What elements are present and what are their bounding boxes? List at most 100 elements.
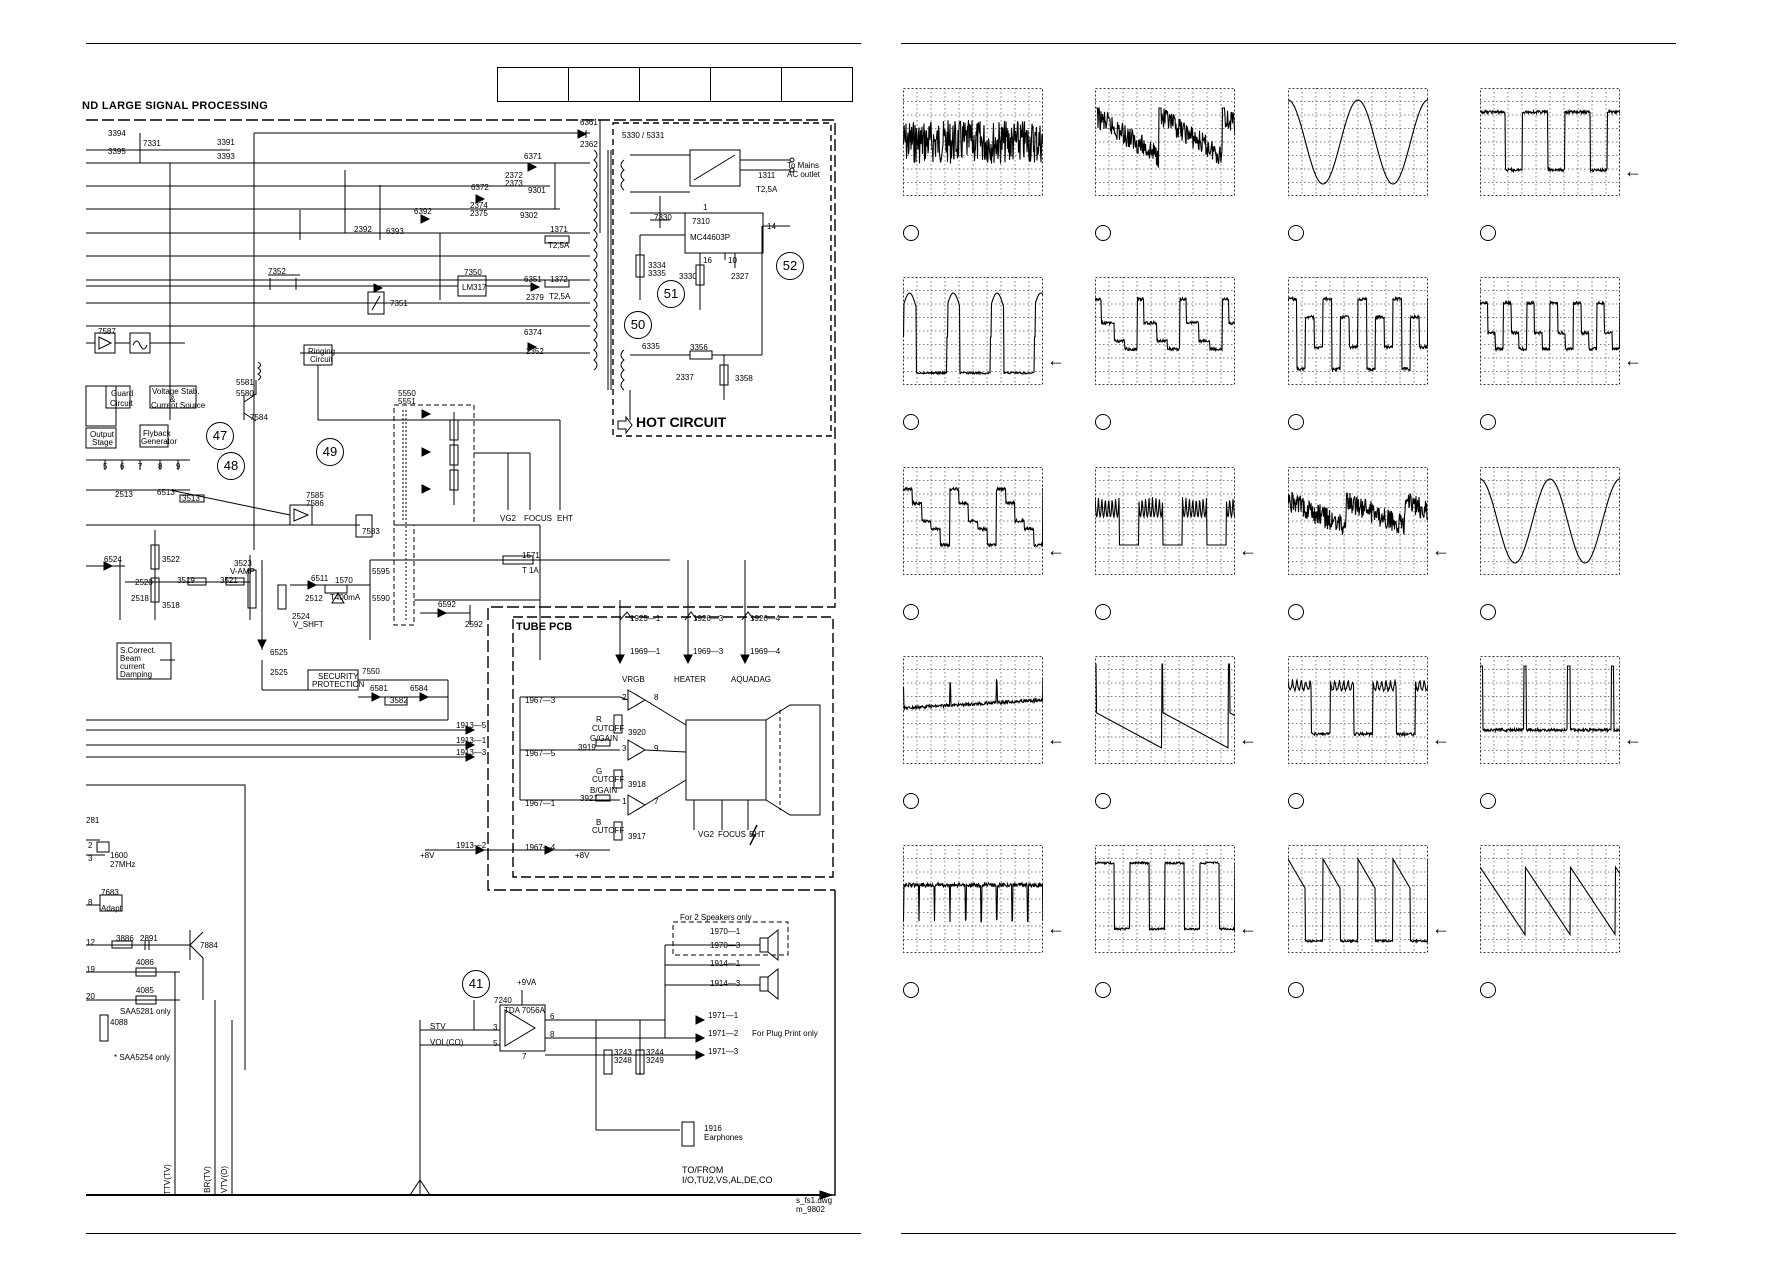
lbl-2374: 2374 [470, 201, 488, 210]
lbl-p3b: 3 [493, 1023, 498, 1032]
lbl-8v: +8V [420, 851, 435, 860]
lbl-1571v: T 1A [522, 566, 539, 575]
lbl-1914-1: 1914—1 [710, 959, 741, 968]
node-52: 52 [776, 252, 804, 280]
lbl-7583: 7583 [362, 527, 380, 536]
test-point-marker [903, 225, 919, 241]
scope-trace [1480, 88, 1620, 196]
lbl-earphones: Earphones [704, 1133, 743, 1142]
lbl-vg2: VG2 [500, 514, 517, 523]
scope-panel [903, 88, 1043, 196]
lbl-2392: 2392 [354, 225, 372, 234]
reference-arrow-icon: ← [1432, 540, 1450, 560]
lbl-6371: 6371 [524, 152, 542, 161]
scope-panel [1288, 656, 1428, 764]
lbl-tda7056a: TDA 7056A [504, 1006, 545, 1015]
lbl-1971-1: 1971—1 [708, 1011, 739, 1020]
lbl-vamp: V-AMP [230, 567, 255, 576]
lbl-security: SECURITY [318, 672, 359, 681]
test-point-marker [903, 414, 919, 430]
reference-arrow-icon: ← [1624, 350, 1642, 370]
lbl-6361: 6361 [580, 118, 598, 127]
header-box-4 [710, 67, 783, 102]
lbl-gcut2: CUTOFF [592, 775, 625, 784]
lbl-3244: 3244 [646, 1048, 664, 1057]
lbl-2362: 2362 [580, 140, 598, 149]
scope-panel [1288, 467, 1428, 575]
lbl-flyback2: Generator [141, 437, 178, 446]
lbl-2379: 2379 [526, 293, 544, 302]
lbl-pin8: 8 [158, 462, 163, 471]
scope-panel [1095, 277, 1235, 385]
reference-arrow-icon: ← [1239, 540, 1257, 560]
lbl-n12: 12 [86, 938, 95, 947]
lbl-27mhz: 27MHz [110, 860, 136, 869]
lbl-brtv: BR(TV) [202, 1166, 212, 1193]
lbl-pin10: 10 [728, 256, 737, 265]
hot-circuit-label: HOT CIRCUIT [636, 414, 727, 430]
lbl-6592: 6592 [438, 600, 456, 609]
lbl-3919: 3919 [578, 743, 596, 752]
scope-panel [903, 656, 1043, 764]
lbl-dwg: s_fs1.dwg [796, 1196, 833, 1205]
scope-trace [903, 277, 1043, 385]
lbl-n2: 2 [88, 841, 93, 850]
lbl-3330: 3330 [679, 272, 697, 281]
lbl-lm317: LM317 [462, 283, 487, 292]
lbl-heater: HEATER [674, 675, 706, 684]
node-47: 47 [206, 422, 234, 450]
lbl-7240: 7240 [494, 996, 512, 1005]
lbl-guard: Guard [111, 389, 134, 398]
lbl-1971-2: 1971—2 [708, 1029, 739, 1038]
lbl-7584: 7584 [250, 413, 268, 422]
lbl-5580: 5580 [236, 389, 254, 398]
scope-panel [903, 277, 1043, 385]
lbl-n20: 20 [86, 992, 95, 1001]
lbl-p7: 7 [654, 797, 659, 806]
scope-trace [903, 845, 1043, 953]
test-point-marker [903, 604, 919, 620]
lbl-bgain: B/GAIN [590, 786, 618, 795]
lbl-6335: 6335 [642, 342, 660, 351]
lbl-2513: 2513 [115, 490, 133, 499]
reference-arrow-icon: ← [1624, 161, 1642, 181]
lbl-p2: 2 [622, 693, 627, 702]
lbl-stv: STV [430, 1022, 446, 1031]
scope-trace [1095, 88, 1235, 196]
lbl-vrgb: VRGB [622, 675, 645, 684]
lbl-4085: 4085 [136, 986, 154, 995]
lbl-adapt: Adapt [101, 904, 122, 913]
lbl-mains2: AC outlet [787, 170, 820, 179]
node-41: 41 [462, 970, 490, 998]
scope-trace [1288, 277, 1428, 385]
lbl-vstab: Voltage Stab. [152, 387, 200, 396]
lbl-plugprint: For Plug Print only [752, 1029, 818, 1038]
lbl-ttv: TTV(TV) [162, 1164, 172, 1195]
lbl-pin16: 16 [703, 256, 712, 265]
lbl-ehtb: EHT [749, 830, 765, 839]
lbl-n3: 3 [88, 854, 93, 863]
scope-panel [1480, 845, 1620, 953]
lbl-6525: 6525 [270, 648, 288, 657]
lbl-7350: 7350 [464, 268, 482, 277]
lbl-p5: 5 [493, 1039, 498, 1048]
lbl-1969-4: 1969—4 [750, 647, 781, 656]
lbl-6513: 6513 [157, 488, 175, 497]
lbl-2337: 2337 [676, 373, 694, 382]
lbl-3920: 3920 [628, 728, 646, 737]
lbl-3921: 3921 [580, 794, 598, 803]
lbl-pin5: 5 [103, 462, 108, 471]
lbl-p1b: 1 [622, 797, 627, 806]
test-point-marker [1288, 982, 1304, 998]
lbl-7331: 7331 [143, 139, 161, 148]
bottom-rule-left [86, 1233, 861, 1234]
reference-arrow-icon: ← [1047, 918, 1065, 938]
lbl-pin6: 6 [120, 462, 125, 471]
scope-trace [1288, 845, 1428, 953]
lbl-scorr2: Beam [120, 654, 141, 663]
lbl-1925-1: 1925—1 [630, 614, 661, 623]
lbl-pin9: 9 [176, 462, 181, 471]
lbl-pin7: 7 [138, 462, 143, 471]
lbl-7550: 7550 [362, 667, 380, 676]
lbl-output: Output [90, 430, 115, 439]
